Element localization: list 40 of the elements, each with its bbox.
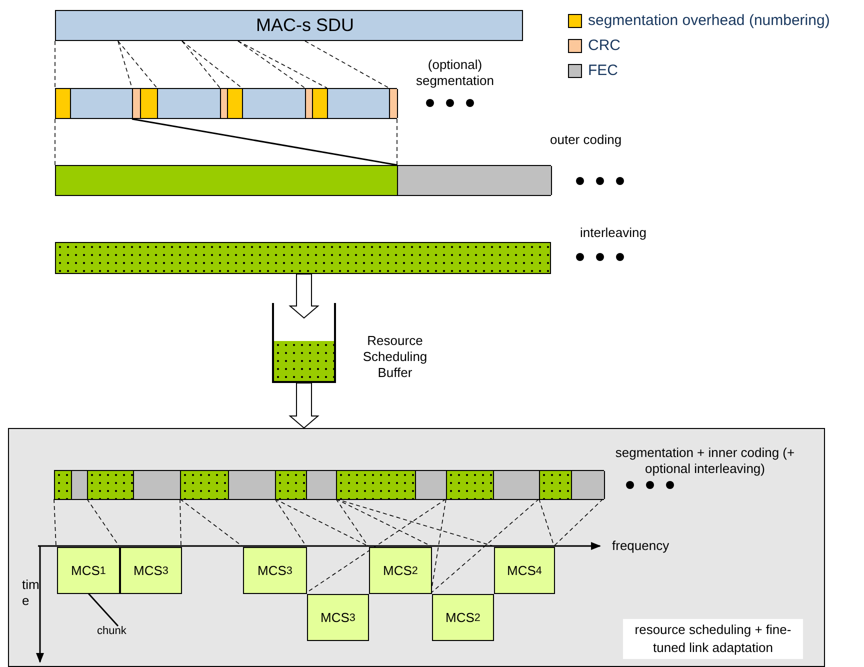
legend-text: segmentation overhead (numbering): [588, 12, 830, 30]
mapping-line: [54, 40, 56, 88]
segmentation-label: (optional) segmentation: [414, 57, 496, 89]
mapping-line: [54, 498, 56, 546]
mapping-line: [430, 498, 540, 594]
mapping-line: [54, 118, 56, 166]
axis-label: time: [22, 577, 40, 609]
mapping-line: [182, 40, 242, 88]
leader-line: [87, 592, 119, 626]
mapping-line: [238, 40, 328, 88]
step-label: segmentation + inner coding (+ optional interleaving): [614, 445, 796, 477]
legend-text: CRC: [588, 37, 620, 55]
mapping-line: [396, 118, 398, 166]
segmented-bar: [55, 88, 397, 119]
mapping-line: [554, 498, 604, 546]
mapping-line: [304, 40, 390, 88]
note-box: resource scheduling + fine-tuned link adaptation: [623, 619, 803, 659]
mapping-line: [238, 40, 306, 88]
mapping-line: [86, 498, 120, 546]
coded-bar: [55, 165, 551, 196]
mapping-line: [274, 498, 306, 546]
buffer-caption: Resource Scheduling Buffer: [362, 333, 428, 381]
scheduling-panel: [8, 428, 825, 667]
legend-text: FEC: [588, 62, 618, 80]
mapping-line: [336, 498, 368, 546]
mapping-line: [182, 40, 220, 88]
inner-coded-bar: [54, 470, 604, 500]
buffer-container: [272, 303, 336, 383]
step-label: outer coding: [550, 132, 623, 148]
interleaved-bar: [55, 242, 551, 274]
mapping-line: [180, 498, 182, 546]
step-label: interleaving: [580, 225, 648, 241]
coding-expansion-line: [132, 118, 398, 166]
mapping-line: [118, 40, 158, 88]
sdu-box: MAC-s SDU: [55, 10, 523, 41]
mapping-line: [274, 498, 368, 546]
block-arrow: [288, 274, 320, 319]
block-arrow: [288, 382, 320, 429]
axis-label: frequency: [612, 538, 670, 554]
chunk-label: chunk: [97, 625, 137, 641]
